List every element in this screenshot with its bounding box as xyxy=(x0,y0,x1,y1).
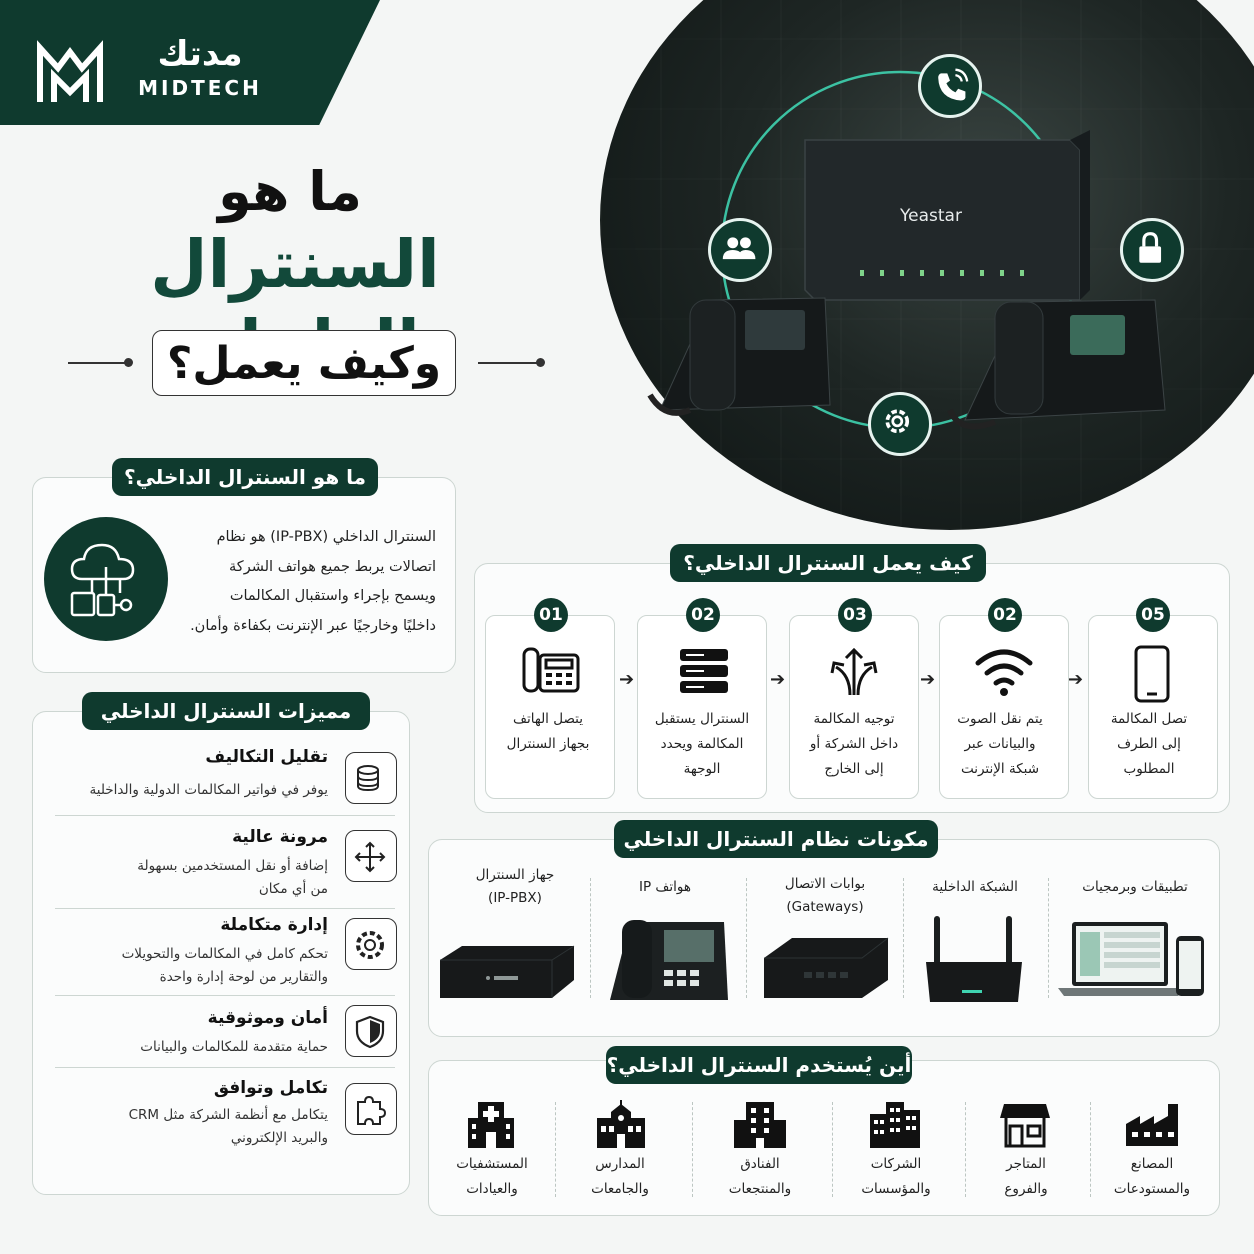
hospital-icon xyxy=(468,1102,514,1148)
arrow-icon: ➔ xyxy=(770,669,786,690)
feature-title: تقليل التكاليف xyxy=(205,747,328,767)
feature-title: أمان وموثوقية xyxy=(207,1008,328,1028)
move-arrows-icon xyxy=(345,830,397,882)
uses-card xyxy=(428,1060,1220,1216)
lock-icon xyxy=(1120,218,1184,282)
divider xyxy=(692,1102,693,1197)
ip-phone-icon xyxy=(610,920,728,1000)
divider xyxy=(903,878,904,998)
router-icon xyxy=(926,916,1022,1002)
arrow-icon: ➔ xyxy=(920,669,936,690)
hotel-icon xyxy=(734,1102,786,1148)
step-card xyxy=(637,615,767,799)
divider xyxy=(55,1067,395,1068)
component-label: الشبكة الداخلية xyxy=(932,879,1018,895)
smartphone-icon xyxy=(1134,645,1170,703)
component-label: جهاز السنترال(IP-PBX) xyxy=(475,867,555,906)
gear-icon xyxy=(345,918,397,970)
coins-icon xyxy=(345,752,397,804)
component-label: تطبيقات وبرمجيات xyxy=(1082,879,1188,895)
pbx-device-icon xyxy=(440,945,575,998)
how-heading: كيف يعمل السنترال الداخلي؟ xyxy=(670,544,986,582)
gateway-icon xyxy=(764,937,889,998)
component-label: هواتف IP xyxy=(639,879,691,895)
components-heading: مكونات نظام السنترال الداخلي xyxy=(614,820,938,858)
step-number: 01 xyxy=(534,598,568,632)
midtech-logo-icon xyxy=(37,40,103,102)
desk-phone-icon xyxy=(522,647,580,693)
wifi-icon xyxy=(975,649,1033,696)
features-heading: مميزات السنترال الداخلي xyxy=(82,692,370,730)
step-number: 03 xyxy=(838,598,872,632)
hero-illustration xyxy=(647,70,1166,430)
phone-call-icon xyxy=(918,54,982,118)
feature-title: إدارة متكاملة xyxy=(220,915,328,935)
office-building-icon xyxy=(870,1102,920,1148)
step-number: 02 xyxy=(988,598,1022,632)
feature-desc: يوفر في فواتير المكالمات الدولية والداخل… xyxy=(89,782,328,798)
store-icon xyxy=(1000,1104,1050,1148)
gear-icon xyxy=(868,392,932,456)
headline-line3: وكيف يعمل؟ xyxy=(152,330,456,396)
feature-desc: حماية متقدمة للمكالمات والبيانات xyxy=(140,1039,328,1055)
factory-icon xyxy=(1126,1104,1178,1146)
laptop-phone-icon xyxy=(1058,922,1204,996)
component-label: بوابات الاتصال(Gateways) xyxy=(784,876,866,915)
divider xyxy=(1048,878,1049,998)
divider xyxy=(832,1102,833,1197)
arrow-icon: ➔ xyxy=(1068,669,1084,690)
server-icon xyxy=(680,649,728,693)
route-arrows-icon xyxy=(830,647,878,696)
uses-heading: أين يُستخدم السنترال الداخلي؟ xyxy=(606,1046,912,1084)
divider xyxy=(965,1102,966,1197)
divider xyxy=(746,878,747,998)
brand-name-arabic: مدتك xyxy=(157,34,243,74)
users-icon xyxy=(708,218,772,282)
decor-dot-left xyxy=(124,358,133,367)
brand-name-english: MIDTECH xyxy=(138,76,262,100)
decor-line-right xyxy=(478,362,540,364)
about-description: السنترال الداخلي (IP-PBX) هو نظام اتصالا… xyxy=(190,529,436,634)
arrow-icon: ➔ xyxy=(619,669,635,690)
cloud-network-icon xyxy=(44,517,168,641)
step-number: 02 xyxy=(686,598,720,632)
divider xyxy=(55,815,395,816)
feature-title: مرونة عالية xyxy=(232,827,328,847)
puzzle-icon xyxy=(345,1083,397,1135)
decor-line-left xyxy=(68,362,130,364)
about-heading: ما هو السنترال الداخلي؟ xyxy=(112,458,378,496)
divider xyxy=(55,908,395,909)
decor-dot-right xyxy=(536,358,545,367)
step-card xyxy=(485,615,615,799)
yeastar-logo: Yeastar xyxy=(900,206,962,226)
shield-icon xyxy=(345,1005,397,1057)
divider xyxy=(1090,1102,1091,1197)
divider xyxy=(590,878,591,998)
step-card xyxy=(789,615,919,799)
step-number: 05 xyxy=(1136,598,1170,632)
divider xyxy=(55,995,395,996)
feature-title: تكامل وتوافق xyxy=(213,1078,328,1098)
headline-line1: ما هو xyxy=(218,160,362,223)
school-icon xyxy=(597,1100,645,1148)
divider xyxy=(555,1102,556,1197)
